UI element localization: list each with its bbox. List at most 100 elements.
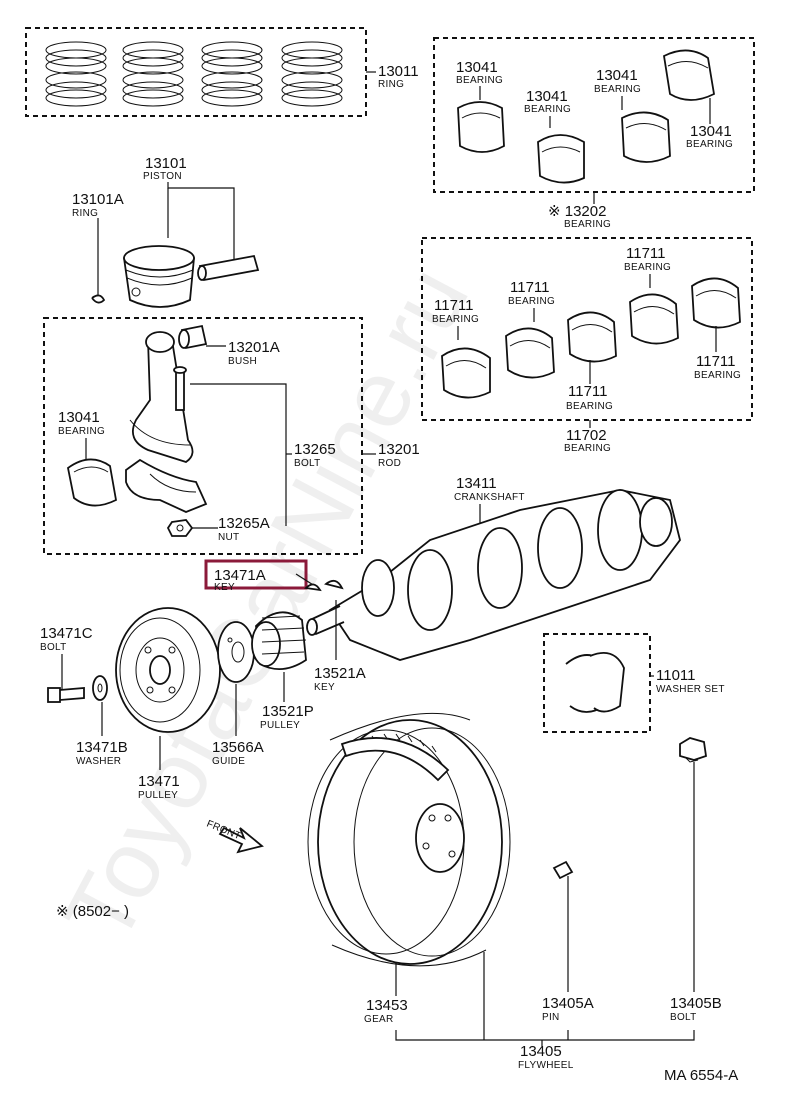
ring-set-box (25, 27, 367, 117)
label-num: 13101A (72, 191, 124, 208)
piston-rings-icon[interactable] (45, 41, 343, 107)
bearing-icon[interactable] (621, 111, 671, 163)
label-sub: PULLEY (260, 720, 300, 731)
label-sub: WASHER SET (656, 684, 725, 695)
label-num: 13521P (262, 703, 314, 720)
label-sub: GUIDE (212, 756, 245, 767)
label-num: 13041 (58, 409, 100, 426)
diagram-code: MA 6554-A (664, 1067, 738, 1084)
rod-bearing-icon[interactable] (67, 458, 118, 507)
label-sub: ROD (378, 458, 401, 469)
label-sub: BOLT (294, 458, 321, 469)
bearing-icon[interactable] (691, 277, 741, 329)
rod-bolt-icon[interactable] (173, 366, 187, 411)
date-note: ※ (8502− ) (56, 903, 129, 920)
bearing-icon[interactable] (441, 347, 491, 399)
piston-icon[interactable] (123, 245, 195, 308)
label-sub: BOLT (40, 642, 67, 653)
bearing-icon[interactable] (629, 293, 679, 345)
front-label: FRONT (205, 819, 242, 843)
piston-pin-icon[interactable] (197, 254, 260, 282)
label-sub: BEARING (58, 426, 105, 437)
label-num: 13201A (228, 339, 280, 356)
label-num: 11711 (510, 279, 550, 296)
label-sub: PULLEY (138, 790, 178, 801)
highlight-box (204, 559, 308, 590)
label-sub: BUSH (228, 356, 257, 367)
rod-box (43, 317, 363, 555)
label-num: 13405B (670, 995, 722, 1012)
label-num: 13405A (542, 995, 594, 1012)
label-sub: BEARING (432, 314, 479, 325)
label-num: 11011 (656, 667, 696, 684)
pulley-bolt-icon[interactable] (47, 687, 85, 703)
label-num: 13405 (520, 1043, 562, 1060)
label-num: 13041 (526, 88, 568, 105)
label-num: 13041 (690, 123, 732, 140)
label-num: 13521A (314, 665, 366, 682)
timing-pulley-icon[interactable] (251, 611, 307, 670)
label-sub: BEARING (566, 401, 613, 412)
label-num: 13265A (218, 515, 270, 532)
label-sub: BEARING (524, 104, 571, 115)
label-num: 13471 (138, 773, 180, 790)
label-num: 11711 (696, 353, 736, 370)
label-num: 13471B (76, 739, 128, 756)
label-sub: FLYWHEEL (518, 1060, 574, 1071)
bearing-icon[interactable] (457, 101, 505, 153)
bush-icon[interactable] (178, 324, 208, 350)
pulley-washer-icon[interactable] (92, 675, 108, 701)
timing-guide-icon[interactable] (217, 621, 255, 683)
bearing-icon[interactable] (537, 134, 585, 184)
label-sub: GEAR (364, 1014, 394, 1025)
front-arrow-icon (218, 826, 264, 854)
label-sub: BEARING (694, 370, 741, 381)
label-num: 11711 (568, 383, 608, 400)
label-num: 13453 (366, 997, 408, 1014)
label-num: 11711 (434, 297, 474, 314)
label-num: 11711 (626, 245, 666, 262)
rod-nut-icon[interactable] (166, 519, 194, 537)
label-sub: BEARING (594, 84, 641, 95)
crank-pulley-icon[interactable] (115, 607, 221, 733)
woodruff-key-icon[interactable] (304, 579, 344, 592)
label-num: 11702 (566, 427, 607, 444)
label-num: 13101 (145, 155, 187, 172)
flywheel-pin-icon[interactable] (552, 860, 574, 880)
label-sub: PISTON (143, 171, 182, 182)
label-num: 13011 (378, 63, 419, 80)
label-sub: PIN (542, 1012, 560, 1023)
label-sub: CRANKSHAFT (454, 492, 525, 503)
label-sub: BEARING (564, 219, 611, 230)
label-sub: NUT (218, 532, 239, 543)
label-num: 13471A (214, 567, 266, 584)
label-sub: BEARING (624, 262, 671, 273)
label-num: ※ 13202 (548, 203, 606, 220)
flywheel-bolt-icon[interactable] (679, 737, 707, 763)
label-num: 13411 (456, 475, 497, 492)
connecting-rod-icon[interactable] (129, 331, 194, 463)
label-num: 13471C (40, 625, 93, 642)
bearing-icon[interactable] (567, 311, 617, 363)
label-num: 13041 (596, 67, 638, 84)
bearing-icon[interactable] (505, 327, 555, 379)
label-num: 13041 (456, 59, 498, 76)
crankshaft-icon[interactable] (306, 489, 681, 661)
label-sub: BEARING (564, 443, 611, 454)
bearing-icon[interactable] (663, 49, 715, 101)
thrust-washer-icon[interactable] (565, 652, 625, 713)
label-num: 13201 (378, 441, 420, 458)
label-sub: KEY (214, 582, 235, 593)
label-sub: BOLT (670, 1012, 697, 1023)
label-sub: BEARING (456, 75, 503, 86)
rod-cap-icon[interactable] (125, 458, 208, 513)
label-sub: BEARING (508, 296, 555, 307)
ring-gear-icon[interactable] (340, 737, 450, 782)
label-sub: BEARING (686, 139, 733, 150)
label-sub: RING (72, 208, 98, 219)
snap-ring-icon[interactable] (91, 294, 106, 304)
washer-set-box (543, 633, 651, 733)
bearing-set-11702-box (421, 237, 753, 421)
label-num: 13566A (212, 739, 264, 756)
